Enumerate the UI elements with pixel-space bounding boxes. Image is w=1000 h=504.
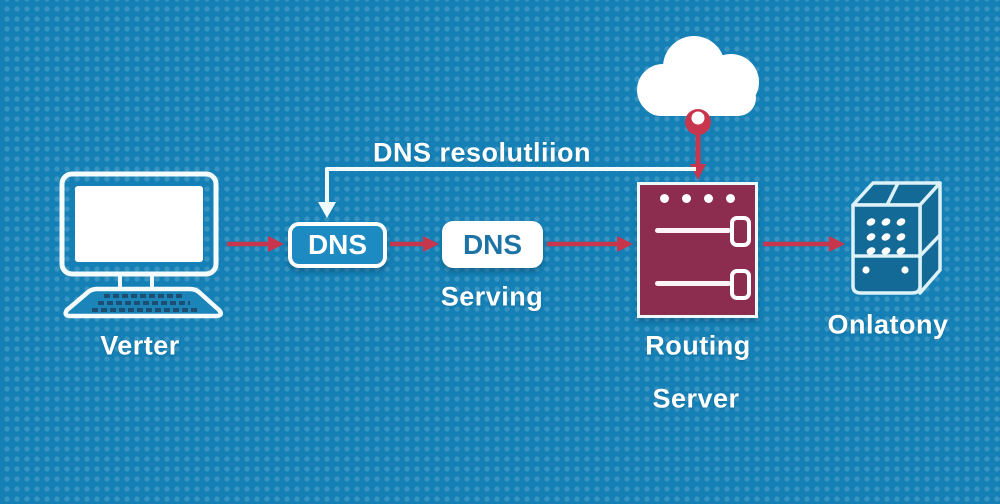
appliance-vent-dots — [862, 218, 909, 274]
server-slider-handle — [730, 216, 751, 247]
server-slider-line — [655, 281, 731, 286]
server-indicator-dots — [640, 194, 755, 203]
network-appliance-icon — [851, 181, 942, 295]
dns-node-2: DNS — [442, 221, 543, 268]
location-pin-icon — [685, 109, 711, 135]
server-slider-line — [655, 228, 731, 233]
server-dot — [660, 194, 669, 203]
server-label-line1: Routing — [645, 330, 751, 361]
down-arrowhead-icon — [318, 202, 336, 218]
server-dot — [704, 194, 713, 203]
server-label-line2: Server — [652, 383, 740, 414]
server-dot — [726, 194, 735, 203]
server-slider-handle — [730, 269, 751, 300]
desktop-computer-icon — [59, 171, 224, 319]
keyboard-keys — [92, 294, 197, 312]
server-dot — [682, 194, 691, 203]
dns-node-2-label: DNS — [462, 228, 523, 260]
cloud-icon — [637, 36, 759, 116]
monitor-screen — [75, 186, 203, 262]
routing-server-icon — [637, 182, 758, 318]
client-label: Verter — [100, 330, 180, 361]
dns-node-1-label: DNS — [307, 229, 368, 260]
dns-resolution-connector — [318, 167, 696, 218]
device-label: Onlatony — [827, 309, 949, 340]
dns-node-2-caption: Serving — [440, 281, 544, 312]
dns-resolution-annotation: DNS resolutliion — [372, 137, 592, 168]
dns-node-1: DNS — [288, 222, 387, 268]
